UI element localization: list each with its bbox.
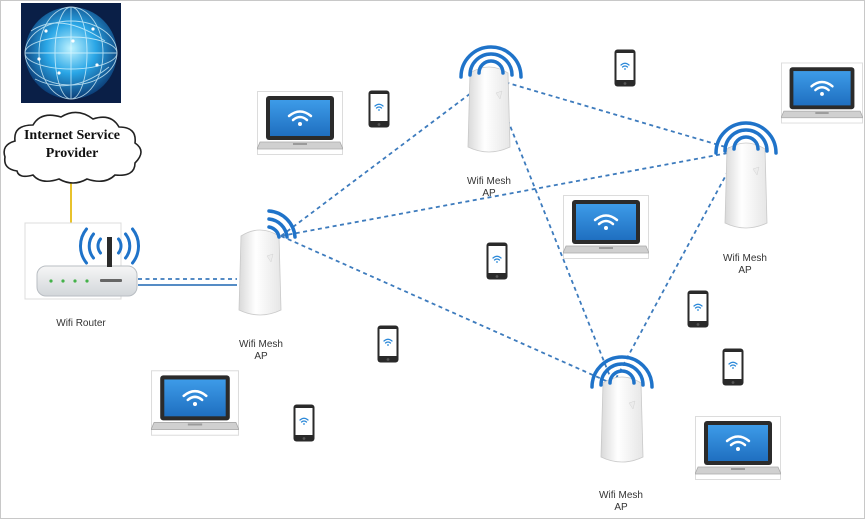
laptop-icon [257, 90, 343, 156]
router-label: Wifi Router [56, 318, 106, 329]
link-ap1-ap3 [280, 150, 740, 237]
mesh-ap-2-label: Wifi Mesh AP [449, 176, 529, 200]
wifi-icon [590, 355, 654, 389]
wifi-icon [714, 121, 778, 155]
mesh-ap-3-label-line1: Wifi Mesh [723, 253, 767, 264]
isp-label: Internet Service Provider [7, 127, 137, 163]
phone-icon [687, 289, 709, 329]
mesh-ap-1-label-line1: Wifi Mesh [239, 339, 283, 350]
globe-icon [21, 3, 121, 103]
link-ap2-ap4 [490, 77, 614, 385]
isp-label-line2: Provider [45, 146, 99, 161]
mesh-ap-2-label-line2: AP [482, 188, 496, 199]
laptop-icon [151, 369, 239, 437]
phone-icon [293, 403, 315, 443]
laptop-icon [781, 61, 863, 125]
link-ap3-ap4 [612, 150, 740, 385]
isp-label-line1: Internet Service [23, 128, 121, 143]
mesh-ap-4-label-line1: Wifi Mesh [599, 490, 643, 501]
wifi-icon [459, 45, 523, 79]
link-ap1-ap2 [280, 77, 492, 237]
phone-icon [368, 89, 390, 129]
phone-icon [486, 241, 508, 281]
mesh-ap-1-label-line2: AP [254, 351, 268, 362]
wifi-icon [267, 209, 297, 239]
mesh-ap-3-label-line2: AP [738, 265, 752, 276]
mesh-ap-icon [600, 376, 644, 463]
mesh-ap-2-label-line1: Wifi Mesh [467, 176, 511, 187]
mesh-ap-1-label: Wifi Mesh AP [221, 339, 301, 363]
mesh-ap-4 [590, 355, 654, 463]
link-ap2-ap3 [490, 77, 740, 152]
laptop-icon [563, 194, 649, 260]
laptop-icon [695, 414, 781, 482]
mesh-ap-icon [467, 66, 511, 153]
phone-icon [722, 347, 744, 387]
mesh-ap-4-label: Wifi Mesh AP [581, 490, 661, 514]
cloud-icon [3, 111, 142, 184]
link-ap1-ap4 [280, 235, 614, 385]
mesh-ap-3 [714, 121, 778, 229]
mesh-ap-1 [238, 209, 297, 316]
router-icon [24, 222, 140, 300]
mesh-ap-4-label-line2: AP [614, 502, 628, 513]
mesh-ap-icon [238, 229, 282, 316]
phone-icon [377, 324, 399, 364]
phone-icon [614, 48, 636, 88]
mesh-ap-3-label: Wifi Mesh AP [705, 253, 785, 277]
dashed-links [138, 77, 740, 385]
mesh-ap-2 [459, 45, 523, 153]
mesh-ap-icon [724, 142, 768, 229]
